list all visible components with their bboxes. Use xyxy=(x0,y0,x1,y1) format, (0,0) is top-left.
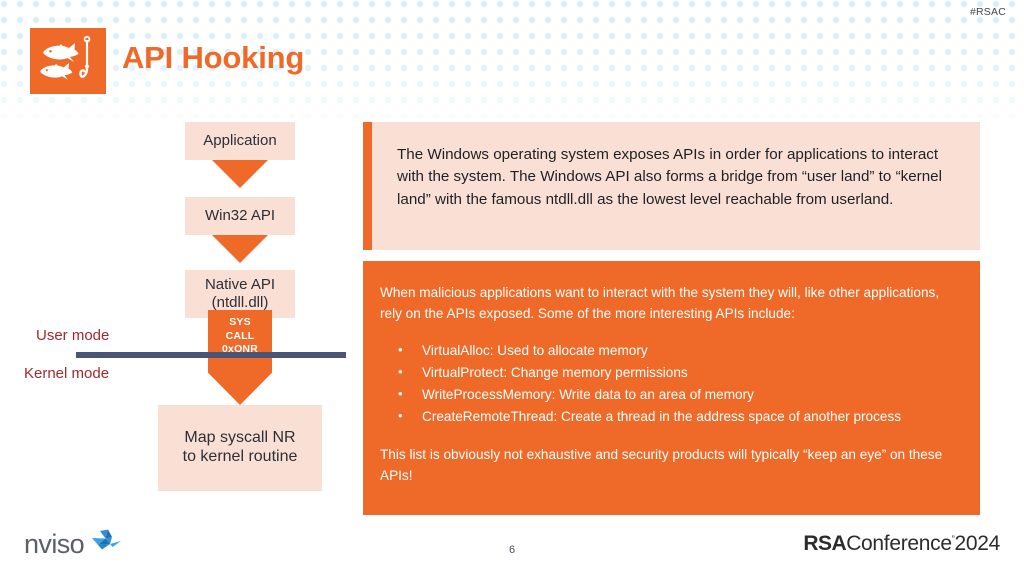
info-panel-windows-api-text: The Windows operating system exposes API… xyxy=(397,146,942,208)
flow-box-native-api-label-line2: (ntdll.dll) xyxy=(211,294,269,311)
info-panel-windows-api: The Windows operating system exposes API… xyxy=(363,122,980,250)
flow-box-map-syscall: Map syscall NR to kernel routine xyxy=(158,405,322,491)
kernel-boundary-line xyxy=(76,352,298,358)
trademark-icon: ” xyxy=(951,534,955,544)
label-kernel-mode: Kernel mode xyxy=(24,365,110,382)
flow-box-application: Application xyxy=(185,122,295,160)
rsa-logo-bold: RSA xyxy=(803,532,847,555)
nviso-logo: nviso xyxy=(24,529,122,560)
syscall-arrow-line1: SYS xyxy=(229,316,251,328)
rsa-conference-logo: RSAConference”2024 xyxy=(803,532,1000,556)
bird-icon xyxy=(88,529,122,560)
label-user-mode: User mode xyxy=(36,327,110,344)
flow-box-map-syscall-label-line2: to kernel routine xyxy=(182,448,298,465)
rsa-logo-thin: Conference xyxy=(846,532,952,555)
flow-box-win32-api: Win32 API xyxy=(185,197,295,235)
flow-box-map-syscall-label-line1: Map syscall NR xyxy=(184,429,296,447)
flow-box-native-api: Native API (ntdll.dll) xyxy=(185,270,295,318)
flow-box-application-label: Application xyxy=(203,132,277,150)
kernel-boundary-line-right xyxy=(272,352,346,358)
syscall-arrow-line2: CALL xyxy=(225,329,255,342)
list-item: CreateRemoteThread: Create a thread in t… xyxy=(398,405,960,428)
flow-arrow-down-2 xyxy=(212,235,268,263)
flow-arrow-down-1 xyxy=(212,160,268,188)
nviso-wordmark: nviso xyxy=(24,529,85,559)
flow-box-native-api-label-line1: Native API xyxy=(204,276,276,294)
list-item: VirtualProtect: Change memory permission… xyxy=(398,361,960,384)
api-bullet-list: VirtualAlloc: Used to allocate memory Vi… xyxy=(380,339,960,428)
flow-box-win32-api-label: Win32 API xyxy=(204,207,276,225)
rsa-logo-year: 2024 xyxy=(954,532,1000,555)
page-number: 6 xyxy=(508,544,516,556)
list-item: WriteProcessMemory: Write data to an are… xyxy=(398,383,960,406)
fish-hook-icon xyxy=(30,28,106,94)
info-panel-malicious-apis: When malicious applications want to inte… xyxy=(363,261,980,515)
info-panel-malicious-apis-outro: This list is obviously not exhaustive an… xyxy=(380,447,943,484)
info-panel-malicious-apis-intro: When malicious applications want to inte… xyxy=(380,285,940,321)
list-item: VirtualAlloc: Used to allocate memory xyxy=(398,339,960,362)
page-title: API Hooking xyxy=(122,40,305,75)
rsac-hashtag: #RSAC xyxy=(969,6,1006,18)
